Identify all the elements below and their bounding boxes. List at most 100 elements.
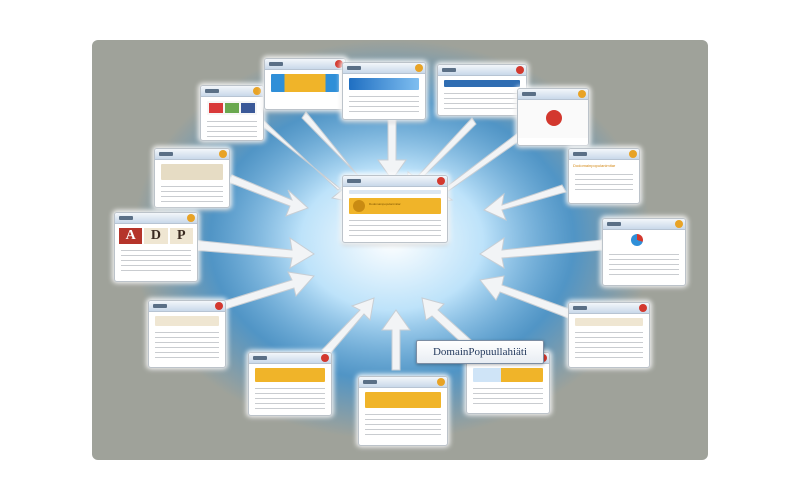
- right-banner-text: Dodomainpopulanimitar: [573, 163, 616, 168]
- close-icon[interactable]: [437, 177, 445, 185]
- window-right-7: Dodomainpopulanimitar: [568, 148, 640, 204]
- window-top-4: [437, 64, 527, 116]
- titlebar: [518, 89, 588, 100]
- banner: [271, 74, 339, 92]
- content-lines: [161, 184, 223, 204]
- close-icon[interactable]: [335, 60, 343, 68]
- close-icon[interactable]: [437, 378, 445, 386]
- content-lines: [155, 330, 219, 358]
- hub-banner-text: Dodomainpopulanimitar: [369, 202, 401, 206]
- titlebar: [438, 65, 526, 76]
- titlebar: [201, 86, 263, 97]
- close-icon[interactable]: [187, 214, 195, 222]
- titlebar: [249, 353, 331, 364]
- tab-indicator: [573, 152, 587, 156]
- banner: [365, 392, 441, 408]
- tab-indicator: [159, 152, 173, 156]
- tab-indicator: [205, 89, 219, 93]
- titlebar: [603, 219, 685, 230]
- tab-indicator: [347, 179, 361, 183]
- arrow-left-10: [211, 271, 315, 313]
- arrow-bottom-13: [381, 309, 411, 371]
- pie-chart-icon: [631, 234, 643, 246]
- banner: [473, 368, 543, 382]
- social-icon: [241, 103, 255, 113]
- close-icon[interactable]: [629, 150, 637, 158]
- icon-strip: [207, 101, 257, 115]
- window-left-6: [154, 148, 230, 208]
- content-lines: [609, 252, 679, 278]
- tab-indicator: [573, 306, 587, 310]
- content-lines: [255, 386, 325, 410]
- window-left-10: [148, 300, 226, 368]
- arrow-right-11: [479, 275, 573, 319]
- close-icon[interactable]: [253, 87, 261, 95]
- tab-indicator: [253, 356, 267, 360]
- titlebar: [149, 301, 225, 312]
- chart-area: [603, 230, 685, 248]
- letter-a: A: [119, 228, 143, 244]
- content-lines: [575, 172, 633, 192]
- content-lines: [365, 412, 441, 438]
- content-lines: [121, 248, 191, 272]
- arrow-left-6: [227, 174, 309, 217]
- hub-titlebar: [343, 176, 447, 187]
- tab-indicator: [119, 216, 133, 220]
- hub-banner: Dodomainpopulanimitar: [349, 198, 441, 214]
- tab-indicator: [153, 304, 167, 308]
- banner: [444, 80, 520, 87]
- content-lines: [207, 119, 257, 137]
- close-icon[interactable]: [219, 150, 227, 158]
- banner: [255, 368, 325, 382]
- close-icon[interactable]: [639, 304, 647, 312]
- window-top-left-1: [200, 85, 264, 141]
- image-icon: [225, 103, 239, 113]
- titlebar: [265, 59, 345, 70]
- logo-icon: [353, 200, 365, 212]
- window-right-9: [602, 218, 686, 286]
- close-icon[interactable]: [415, 64, 423, 72]
- titlebar: [343, 63, 425, 74]
- close-icon[interactable]: [321, 354, 329, 362]
- close-icon[interactable]: [215, 302, 223, 310]
- titlebar: [155, 149, 229, 160]
- banner: [155, 316, 219, 326]
- hub-content: [349, 218, 441, 236]
- close-icon[interactable]: [578, 90, 586, 98]
- titlebar: [569, 303, 649, 314]
- window-bottom-13: [358, 376, 448, 446]
- tab-indicator: [607, 222, 621, 226]
- content-lines: [349, 94, 419, 114]
- window-left-8: A D P: [114, 212, 198, 282]
- window-top-3: [342, 62, 426, 120]
- titlebar: [569, 149, 639, 160]
- close-icon[interactable]: [675, 220, 683, 228]
- tab-indicator: [522, 92, 536, 96]
- banner: [575, 318, 643, 326]
- tab-indicator: [269, 62, 283, 66]
- content-lines: [575, 330, 643, 358]
- address-bar: [349, 190, 441, 194]
- banner: [161, 164, 223, 180]
- tab-indicator: [363, 380, 377, 384]
- ad-letters: A D P: [119, 228, 193, 244]
- arrow-bottom-12: [321, 297, 375, 357]
- domain-label: DomainPopuullahiäti: [416, 340, 544, 364]
- diagram-panel: Dodomainpopulanimitar: [92, 40, 708, 460]
- banner: [349, 78, 419, 90]
- window-top-2: [264, 58, 346, 110]
- domain-label-text: DomainPopuullahiäti: [432, 346, 528, 358]
- record-icon: [546, 110, 562, 126]
- content-lines: [444, 91, 520, 111]
- arrow-right-7: [483, 184, 567, 221]
- video-icon: [209, 103, 223, 113]
- window-right-11: [568, 302, 650, 368]
- window-bottom-12: [248, 352, 332, 416]
- hub-window: Dodomainpopulanimitar: [342, 175, 448, 243]
- close-icon[interactable]: [516, 66, 524, 74]
- arrow-left-8: [191, 236, 315, 269]
- content-area: [518, 100, 588, 138]
- tab-indicator: [347, 66, 361, 70]
- arrow-right-9: [479, 236, 603, 269]
- tab-indicator: [442, 68, 456, 72]
